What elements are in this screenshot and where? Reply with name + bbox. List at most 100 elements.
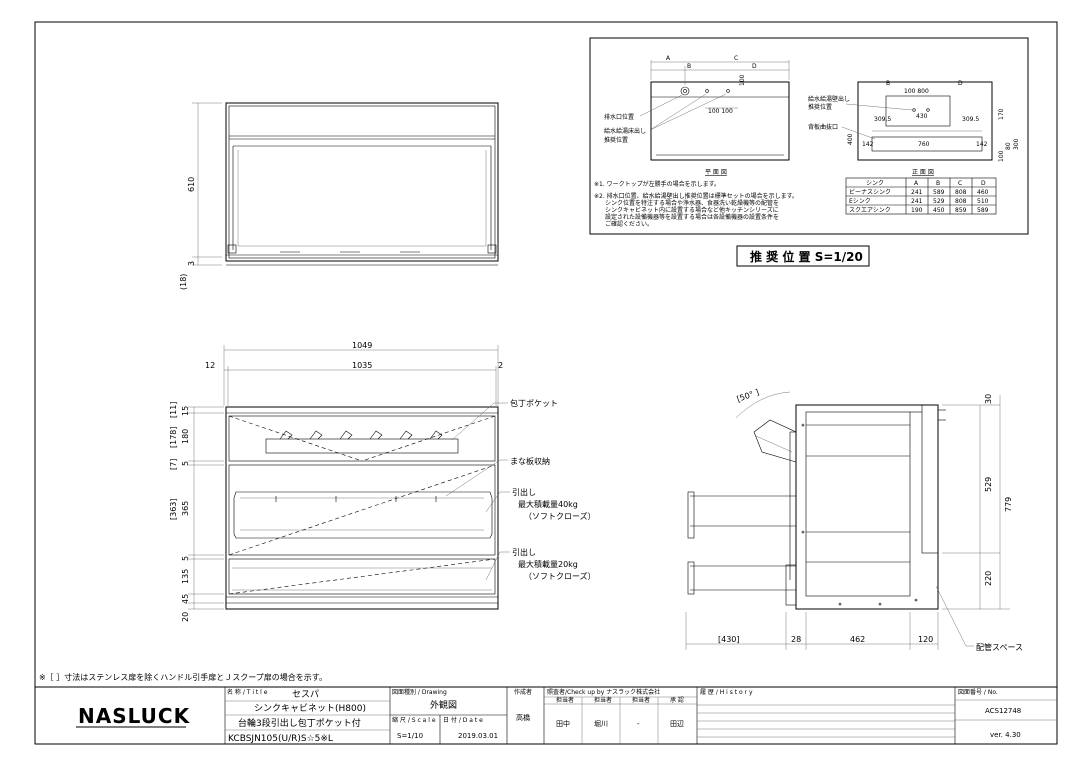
title-date-label: 日 付 / D a t e	[443, 716, 483, 724]
front-dim-180: 180	[181, 429, 190, 444]
checker: 堀川	[594, 719, 608, 728]
note-5: 設定された設備機器等を設置する場合は各設備機器の設置条件を	[605, 213, 779, 221]
callout-drawer2-title: 引出し	[512, 547, 536, 557]
front-dim-178: [178]	[169, 426, 178, 448]
front-dim-2: 2	[498, 361, 503, 370]
side-dim-462: 462	[850, 635, 865, 644]
table-cell: Eシンク	[849, 198, 871, 205]
table-cell: 241	[911, 189, 923, 196]
note-6: ご確認ください。	[605, 220, 653, 228]
title-name: セスパ	[292, 689, 319, 700]
checker: 田中	[556, 719, 570, 728]
callout-drawer2-load: 最大積載量20kg	[518, 559, 578, 569]
front-small-dim-100: 100	[998, 150, 1005, 162]
table-cell: 450	[933, 207, 945, 214]
table-header-A: A	[914, 180, 919, 187]
side-dim-30: 30	[984, 394, 993, 404]
table-header-C: C	[958, 180, 962, 187]
title-drafter-label: 作成者	[514, 688, 532, 696]
note-4: シンクキャビネット内に設置する場合など他キッチンシリーズに	[605, 206, 779, 214]
title-no: ACS12748	[985, 707, 1021, 715]
plan-label-drain: 排水口位置	[604, 113, 634, 121]
table-cell: 589	[933, 189, 945, 196]
front-dim-45: 45	[181, 594, 190, 604]
front-small-dim-300: 300	[1013, 138, 1020, 150]
callout-drawer1-load: 最大積載量40kg	[518, 499, 578, 509]
title-no-label: 図面番号 / No.	[958, 689, 998, 696]
middle-drawer	[228, 464, 496, 556]
title-ver: ver. 4.30	[990, 731, 1021, 739]
top-dim-18: (18)	[179, 274, 188, 290]
side-dim-220: 220	[984, 571, 993, 586]
front-small-dim-142r: 142	[976, 141, 988, 148]
brand-logo: NASLUCK	[78, 704, 191, 728]
front-small-dim-top: 100 800	[904, 88, 929, 95]
note-1: ※1. ワークトップが左勝手の場合を示します。	[594, 180, 720, 188]
plan-dim-h100: 100 100	[708, 108, 733, 115]
front-small-dim-400: 400	[847, 133, 854, 145]
table-cell: 529	[933, 198, 945, 205]
plan-label-supply-1: 給水給湯床出し	[604, 127, 646, 135]
callout-drawer2-soft: （ソフトクローズ）	[524, 571, 596, 581]
table-cell: 241	[911, 198, 923, 205]
drain-circle	[680, 86, 690, 96]
table-cell: 190	[911, 207, 923, 214]
knife-pocket	[265, 438, 459, 454]
front-small-caption: 正 面 図	[912, 169, 934, 176]
callout-knife-pocket: 包丁ポケット	[510, 398, 558, 408]
title-drawing-label: 図面種別 / Drawing	[392, 688, 447, 696]
front-small-dim-430: 430	[916, 113, 928, 120]
front-small-dim-142l: 142	[862, 141, 874, 148]
plan-dim-D: D	[752, 63, 757, 70]
footnote: ※［ ］寸法はステンレス扉を除くハンドル引手扉とＪスクープ扉の場合を示す。	[39, 672, 327, 682]
title-history-label: 履 歴 / H i s t o r y	[700, 689, 753, 696]
check-sub: 承 認	[670, 696, 684, 704]
side-dim-120: 120	[918, 635, 933, 644]
top-dim-3: 3	[187, 261, 196, 266]
table-header-sink: シンク	[866, 180, 884, 187]
table-cell: 808	[955, 189, 967, 196]
table-header-D: D	[981, 180, 986, 187]
side-view: [50° ] 30 529 779 220 [430] 28 462 120 配…	[685, 388, 1023, 652]
checker: -	[637, 720, 640, 728]
callout-board: まな板収納	[510, 456, 550, 466]
side-dim-430: [430]	[718, 635, 740, 644]
callout-drawer1-title: 引出し	[512, 487, 536, 497]
plan-view: A C B D 100 100 100 排水口位置 給水給湯床出し 推奨位置 平…	[604, 55, 790, 176]
plan-dim-C: C	[734, 55, 738, 62]
front-dim-5b: 5	[181, 556, 190, 561]
callout-drawer1-soft: （ソフトクローズ）	[524, 511, 596, 521]
checker: 田辺	[670, 720, 684, 728]
side-dim-angle: [50° ]	[736, 388, 761, 404]
front-dim-11: [11]	[169, 402, 178, 418]
table-cell: ビーナスシンク	[849, 188, 891, 196]
sheet-border	[34, 21, 1058, 745]
front-dim-363: [363]	[169, 498, 178, 520]
recommend-title: 推 奨 位 置 S=1/20	[750, 249, 863, 264]
side-dim-28: 28	[791, 635, 801, 644]
front-small-dim-309r: 309.5	[962, 116, 979, 123]
bottom-drawer	[228, 558, 496, 595]
table-cell: 859	[955, 207, 967, 214]
front-small-dim-760: 760	[918, 141, 930, 148]
title-code: KCBSJN105(U/R)S☆5※L	[228, 734, 333, 744]
front-small-label-supply-2: 推奨位置	[808, 103, 832, 111]
table-cell: 808	[955, 198, 967, 205]
title-product: シンクキャビネット(H800)	[254, 703, 366, 714]
note-3: シンク位置を特注する場合や浄水器、食器洗い乾燥機等の配管を	[605, 199, 779, 207]
title-name-label: 名 称 / T i t l e	[227, 688, 268, 696]
front-small-dim-170: 170	[998, 108, 1005, 120]
front-small-dim-80: 80	[1005, 142, 1012, 150]
title-drafter: 高橋	[516, 713, 530, 722]
title-scale: S=1/10	[397, 732, 423, 740]
front-dim-365: 365	[181, 501, 190, 516]
check-sub: 担当者	[632, 696, 650, 704]
front-dim-7: [7]	[169, 459, 178, 470]
top-dim-610: 610	[187, 177, 196, 192]
recommend-frame	[589, 37, 1029, 235]
front-small-label-supply-1: 給水給湯壁出し	[808, 95, 850, 103]
title-block: NASLUCK 名 称 / T i t l e セスパ シンクキャビネット(H8…	[35, 686, 1057, 744]
front-small-view: B D 100 800 430 309.5 309.5 760 142 142 …	[808, 80, 1020, 176]
